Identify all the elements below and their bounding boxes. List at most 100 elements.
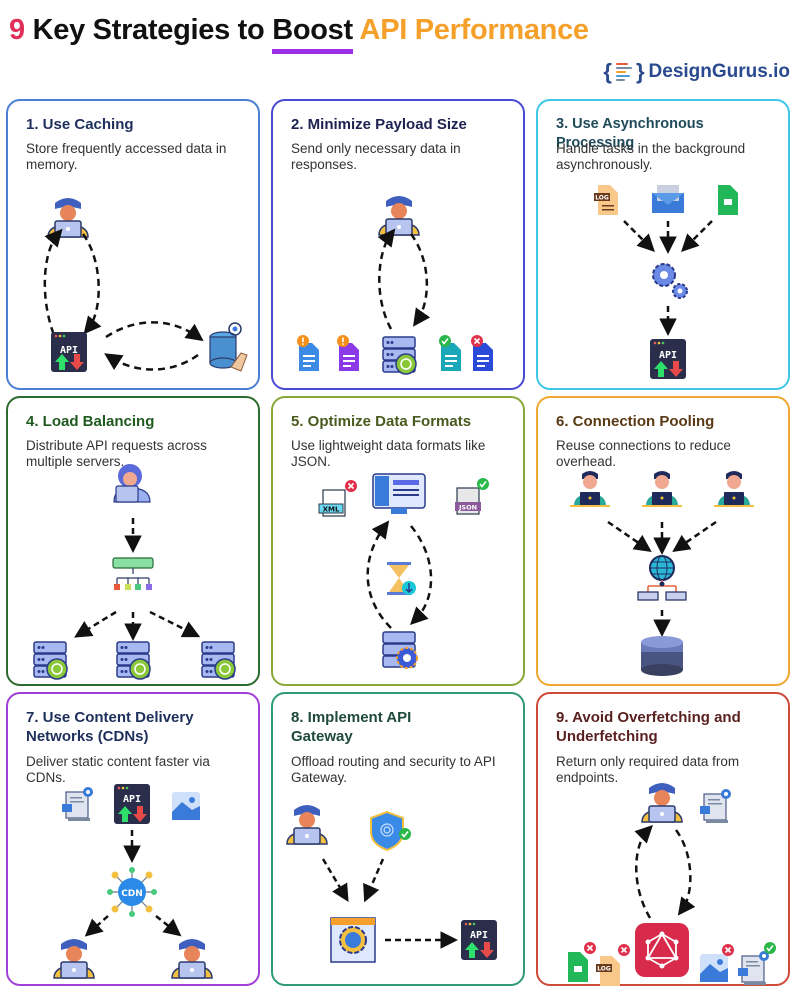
graphql-icon (635, 923, 689, 977)
flow-arrow (74, 610, 117, 638)
card-async-processing: 3. Use Asynchronous Processing Handle ta… (536, 99, 790, 390)
card-load-balancing: 4. Load Balancing Distribute API request… (6, 396, 260, 686)
log-file-icon: LOG (594, 185, 618, 215)
brand-brace-open: { (603, 59, 612, 84)
async-diagram: LOG API (594, 185, 738, 379)
title-accent: API Performance (359, 14, 590, 46)
card-description: Send only necessary data in responses. (291, 141, 461, 172)
title-underlined-word: Boost (272, 14, 353, 54)
arrow-db-to-api (104, 353, 199, 371)
title-underline (272, 49, 353, 54)
card-cdn: 7. Use Content Delivery Networks (CDNs) … (6, 692, 260, 986)
flow-arrow (674, 829, 696, 916)
developer-laptop-icon (53, 938, 95, 979)
flow-arrow (623, 220, 655, 252)
flow-arrow (84, 915, 109, 937)
cdn-label: CDN (121, 889, 143, 899)
check-badge-icon (438, 334, 452, 348)
api-label: API (470, 930, 488, 941)
code-doc-icon (61, 786, 94, 822)
reject-badge-icon (617, 943, 631, 957)
card-description: Offload routing and security to API Gate… (291, 754, 496, 785)
brand-code-icon (615, 63, 632, 81)
cdn-hub-icon: CDN (107, 867, 157, 917)
document-icon (441, 343, 461, 371)
brand-logo: { } DesignGurus.io (603, 59, 790, 85)
card-title: 9. Avoid Overfetching and Underfetching (556, 709, 741, 745)
flow-arrow (672, 520, 717, 552)
caching-diagram: API (43, 197, 248, 372)
check-badge-icon (476, 477, 490, 491)
fingerprint-shield-icon (370, 810, 404, 852)
card-title: 4. Load Balancing (26, 413, 155, 430)
warning-badge-icon (337, 335, 349, 347)
server-icon (201, 641, 236, 680)
overfetching-diagram: LOG (568, 782, 777, 986)
card-connection-pooling: 6. Connection Pooling Reuse connections … (536, 396, 790, 686)
reject-badge-icon (583, 941, 597, 955)
card-description: Return only required data from endpoints… (556, 754, 740, 785)
xml-file-reject-icon: XML (318, 489, 346, 517)
flow-arrow (410, 525, 433, 625)
card-use-caching: 1. Use Caching Store frequently accessed… (6, 99, 260, 390)
card-title: 2. Minimize Payload Size (291, 116, 467, 133)
arrow-api-to-user (43, 228, 63, 346)
card-description: Use lightweight data formats like JSON. (291, 438, 486, 469)
card-title: 5. Optimize Data Formats (291, 413, 472, 430)
flow-arrow (149, 610, 201, 638)
email-icon (652, 185, 684, 213)
title-boost: Boost (272, 14, 353, 46)
gateway-gear-icon (330, 917, 376, 963)
load-balancer-icon (112, 557, 154, 590)
server-icon (116, 641, 151, 680)
flow-arrow (370, 810, 404, 852)
check-badge-icon (398, 827, 412, 841)
formats-diagram: XML JSON (318, 473, 490, 669)
arrow-user-to-api (81, 233, 102, 335)
pooling-diagram (570, 471, 754, 676)
database-cache-icon (209, 322, 248, 372)
card-api-gateway: 8. Implement API Gateway Offload routing… (271, 692, 525, 986)
flow-arrow (405, 583, 413, 594)
developer-laptop-icon (641, 782, 683, 823)
server-icon (33, 641, 68, 680)
flow-arrow (652, 193, 684, 205)
flow-arrow (363, 858, 385, 903)
globe-network-icon (637, 555, 687, 601)
json-file-check-icon: JSON (455, 487, 481, 515)
flow-arrow (155, 915, 182, 937)
developer-laptop-icon (286, 804, 328, 845)
image-file-reject-icon (568, 952, 588, 982)
flow-arrow (366, 520, 392, 629)
image-icon (172, 792, 200, 820)
card-title: 8. Implement API Gateway (291, 709, 412, 745)
title-middle: Key Strategies to (32, 14, 273, 46)
card-description: Handle tasks in the background asynchron… (556, 141, 746, 172)
developer-laptop-icon (47, 197, 89, 238)
brand-name: DesignGurus.io (648, 61, 790, 82)
gears-icon (652, 263, 688, 299)
flow-arrow (607, 520, 652, 552)
card-title: 7. Use Content Delivery Networks (CDNs) (26, 709, 194, 745)
arrow-api-to-db (105, 321, 204, 342)
card-optimize-formats: 5. Optimize Data Formats Use lightweight… (271, 396, 525, 686)
page-title: 9 Key Strategies to Boost API Performanc… (9, 14, 590, 54)
developer-laptop-icon (378, 195, 420, 236)
cdn-diagram: API CDN (53, 784, 213, 979)
payload-diagram (297, 195, 493, 375)
card-description: Store frequently accessed data in memory… (26, 141, 227, 172)
gateway-diagram: API (286, 804, 497, 963)
image-file-icon (718, 185, 738, 215)
flow-arrow (409, 233, 431, 327)
check-badge-icon (763, 941, 777, 955)
user-laptop-icon (570, 471, 610, 507)
card-avoid-overfetching: 9. Avoid Overfetching and Underfetching … (536, 692, 790, 986)
title-number: 9 (9, 14, 25, 46)
document-icon (339, 343, 359, 371)
load-balancing-diagram (33, 464, 236, 680)
server-icon (382, 336, 417, 375)
card-description: Deliver static content faster via CDNs. (26, 754, 210, 785)
monitor-code-icon (372, 473, 426, 514)
diagram-element: JSON (458, 504, 477, 512)
card-title: 6. Connection Pooling (556, 413, 715, 430)
